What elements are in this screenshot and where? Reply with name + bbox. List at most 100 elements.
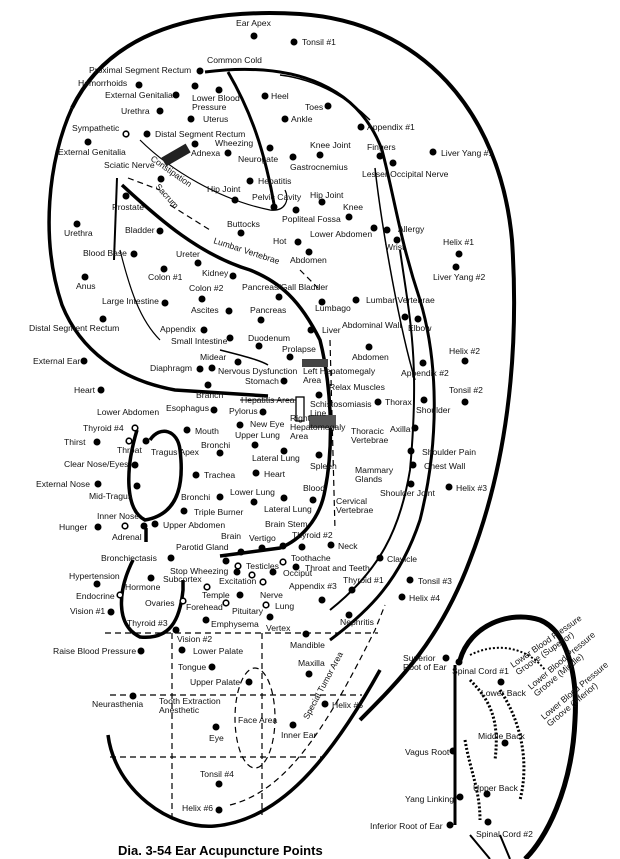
sciatic-nerve-point bbox=[157, 175, 165, 183]
stomach-point bbox=[280, 377, 288, 385]
vagus-root-label: Vagus Root bbox=[405, 747, 450, 757]
adnexa-point bbox=[191, 140, 199, 148]
mouth-point bbox=[183, 426, 191, 434]
bladder-point bbox=[156, 227, 164, 235]
maxilla-label: Maxilla bbox=[298, 658, 325, 668]
yang-linking-label: Yang Linking bbox=[405, 794, 454, 804]
vision-2-point bbox=[172, 626, 180, 634]
wrist-label: Wrist bbox=[385, 242, 405, 252]
neurogate-label: Neurogate bbox=[238, 154, 278, 164]
thyroid-4-label: Thyroid #4 bbox=[83, 423, 124, 433]
tonsil-4-label: Tonsil #4 bbox=[200, 769, 234, 779]
inner-nose-label: Inner Nose bbox=[97, 511, 139, 521]
helix-4-point bbox=[398, 593, 406, 601]
heart-2-point bbox=[252, 469, 260, 477]
parotid-gland-label: Parotid Gland bbox=[176, 542, 229, 552]
tonsil-2-label: Tonsil #2 bbox=[449, 385, 483, 395]
abdomen-2-label: Abdomen bbox=[352, 352, 389, 362]
ankle-label: Ankle bbox=[291, 114, 313, 124]
colon-2-label: Colon #2 bbox=[189, 283, 224, 293]
helix-5-point bbox=[321, 700, 329, 708]
blood-base-label: Blood Base bbox=[83, 248, 127, 258]
maxilla-point bbox=[305, 670, 313, 678]
bronchi-1-label: Bronchi bbox=[201, 440, 230, 450]
branch-point bbox=[204, 381, 212, 389]
toes-point bbox=[324, 102, 332, 110]
yang-linking-point bbox=[456, 793, 464, 801]
relax-muscles-point bbox=[315, 391, 323, 399]
inner-nose-point bbox=[121, 522, 129, 530]
shoulder-joint-point bbox=[407, 480, 415, 488]
tonsil-4-point bbox=[215, 780, 223, 788]
ascites-label: Ascites bbox=[191, 305, 219, 315]
knee-label: Knee bbox=[343, 202, 363, 212]
helix-3-point bbox=[445, 483, 453, 491]
esophagus-point bbox=[210, 406, 218, 414]
occiput-point bbox=[269, 568, 277, 576]
middle-back-point bbox=[501, 739, 509, 747]
hemorrhoids-point bbox=[135, 81, 143, 89]
lumbago-point bbox=[318, 298, 326, 306]
tragus-apex-point bbox=[142, 437, 150, 445]
stop-wheezing-point bbox=[233, 568, 241, 576]
spinal-cord-2-label: Spinal Cord #2 bbox=[476, 829, 533, 839]
heel-label: Heel bbox=[271, 91, 289, 101]
hunger-point bbox=[94, 523, 102, 531]
hepatitis-point bbox=[246, 177, 254, 185]
sympathetic-point bbox=[122, 130, 130, 138]
lumbar-vertebrae-2-point bbox=[352, 296, 360, 304]
heart-2-label: Heart bbox=[264, 469, 286, 479]
hepatitis-area-label: Hepatitis Area bbox=[241, 395, 295, 405]
eye-point bbox=[212, 723, 220, 731]
temple-point bbox=[236, 591, 244, 599]
face-area-label: Face Area bbox=[238, 715, 277, 725]
subcortex-label: Subcortex bbox=[163, 574, 202, 584]
lower-lung-label: Lower Lung bbox=[230, 487, 275, 497]
adrenal-point bbox=[140, 522, 148, 530]
blood-point bbox=[309, 496, 317, 504]
uterus-point bbox=[187, 115, 195, 123]
tonsil-1-point bbox=[290, 38, 298, 46]
external-genitalia-2-point bbox=[84, 138, 92, 146]
lower-lung-point bbox=[250, 498, 258, 506]
allergy-label: Allergy bbox=[398, 224, 425, 234]
appendix-1-point bbox=[357, 123, 365, 131]
forehead-label: Forehead bbox=[186, 602, 223, 612]
bronchi-1-point bbox=[216, 449, 224, 457]
superior-root-of-ear-point bbox=[442, 654, 450, 662]
diaphragm-label: Diaphragm bbox=[150, 363, 192, 373]
distal-segment-rectum-1-label: Distal Segment Rectum bbox=[155, 129, 245, 139]
bladder-label: Bladder bbox=[125, 225, 155, 235]
hormone-point bbox=[147, 574, 155, 582]
anus-point bbox=[81, 273, 89, 281]
common-cold-label: Common Cold bbox=[207, 55, 262, 65]
thirst-point bbox=[93, 438, 101, 446]
mammary-glands-label-line: Mammary bbox=[355, 465, 394, 475]
toothache-point bbox=[279, 558, 287, 566]
lower-abdomen-1-label: Lower Abdomen bbox=[310, 229, 372, 239]
tonsil-1-label: Tonsil #1 bbox=[302, 37, 336, 47]
pancreas-point bbox=[257, 316, 265, 324]
hypertension-label: Hypertension bbox=[69, 571, 120, 581]
thoracic-vertebrae-label-line: Vertebrae bbox=[351, 435, 388, 445]
ascites-point bbox=[225, 307, 233, 315]
prolapse-label: Prolapse bbox=[282, 344, 316, 354]
stop-wheezing-label: Stop Wheezing bbox=[170, 566, 229, 576]
duodenum-label: Duodenum bbox=[248, 333, 290, 343]
ureter-point bbox=[194, 259, 202, 267]
buttocks-point bbox=[237, 229, 245, 237]
tonsil-3-point bbox=[406, 576, 414, 584]
hepatitis-label: Hepatitis bbox=[258, 176, 291, 186]
vertex-label: Vertex bbox=[266, 623, 291, 633]
mouth-label: Mouth bbox=[195, 426, 219, 436]
right-hepatomegaly-area-label-line: Right bbox=[290, 413, 311, 423]
nerve-point bbox=[259, 578, 267, 586]
vision-1-label: Vision #1 bbox=[70, 606, 105, 616]
toothache-label: Toothache bbox=[291, 553, 331, 563]
distal-segment-rectum-1-point bbox=[143, 130, 151, 138]
